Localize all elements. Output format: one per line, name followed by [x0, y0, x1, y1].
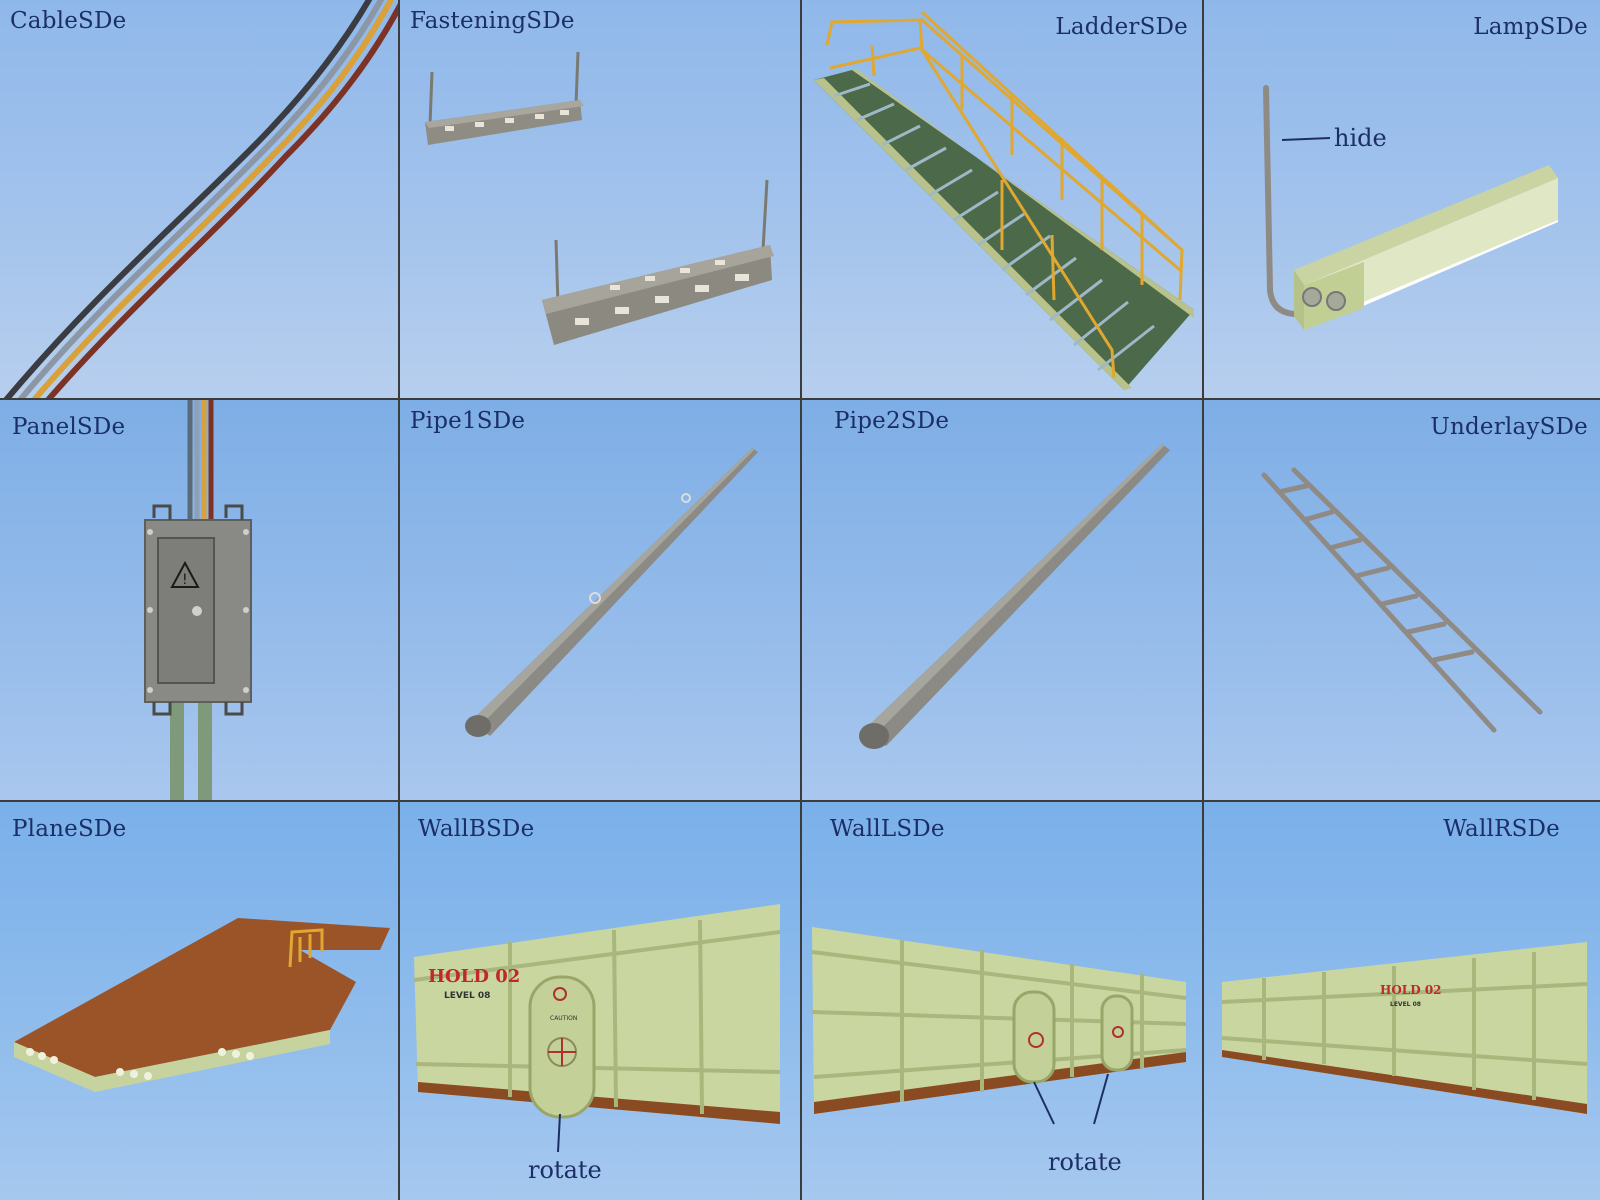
tile-walll[interactable]: WallLSDe rotate [802, 802, 1202, 1200]
callout-hide: hide [1334, 124, 1387, 152]
tile-cable[interactable]: CableSDe [0, 0, 398, 398]
fastening-render [425, 51, 774, 345]
tile-underlay[interactable]: UnderlaySDe [1204, 400, 1600, 800]
walll-render [811, 927, 1187, 1125]
tile-label: Pipe2SDe [834, 408, 950, 434]
tile-fastening[interactable]: FasteningSDe [400, 0, 800, 398]
tile-wallb[interactable]: CAUTION HOLD 02 LEVEL 08 WallBSDe rotate [400, 802, 800, 1200]
callout-rotate: rotate [528, 1156, 602, 1184]
tile-panel[interactable]: ! PanelSDe [0, 400, 398, 800]
tile-label: LampSDe [1473, 14, 1588, 40]
callout-rotate: rotate [1048, 1148, 1122, 1176]
tile-label: WallRSDe [1443, 816, 1560, 842]
wallb-render: CAUTION HOLD 02 LEVEL 08 [413, 904, 781, 1153]
svg-text:!: ! [182, 572, 188, 588]
svg-text:CAUTION: CAUTION [550, 1015, 577, 1022]
tile-label: FasteningSDe [410, 8, 575, 34]
plane-render [14, 918, 390, 1092]
tile-pipe1[interactable]: Pipe1SDe [400, 400, 800, 800]
tile-label: PanelSDe [12, 414, 126, 440]
wall-sign-sub: LEVEL 08 [1390, 1001, 1421, 1008]
lamp-render [1263, 85, 1558, 330]
tile-label: WallBSDe [418, 816, 535, 842]
ladder-render [814, 10, 1194, 390]
tile-label: WallLSDe [830, 816, 945, 842]
tile-label: PlaneSDe [12, 816, 127, 842]
tile-label: CableSDe [10, 8, 127, 34]
tile-label: Pipe1SDe [410, 408, 526, 434]
wall-sign-title: HOLD 02 [428, 966, 520, 987]
wall-sign-title: HOLD 02 [1380, 983, 1442, 997]
tile-lamp[interactable]: LampSDe hide [1204, 0, 1600, 398]
tile-label: UnderlaySDe [1430, 414, 1588, 440]
underlay-render [1261, 467, 1543, 733]
pipe1-render [465, 448, 758, 737]
tile-label: LadderSDe [1055, 14, 1188, 40]
tile-plane[interactable]: PlaneSDe [0, 802, 398, 1200]
tile-ladder[interactable]: LadderSDe [802, 0, 1202, 398]
pipe2-render [859, 444, 1170, 749]
wall-sign-sub: LEVEL 08 [444, 991, 490, 1001]
wallr-render: HOLD 02 LEVEL 08 [1221, 942, 1588, 1114]
panel-render: ! [144, 400, 252, 800]
cable-render [3, 0, 398, 398]
tile-wallr[interactable]: HOLD 02 LEVEL 08 WallRSDe [1204, 802, 1600, 1200]
tile-pipe2[interactable]: Pipe2SDe [802, 400, 1202, 800]
